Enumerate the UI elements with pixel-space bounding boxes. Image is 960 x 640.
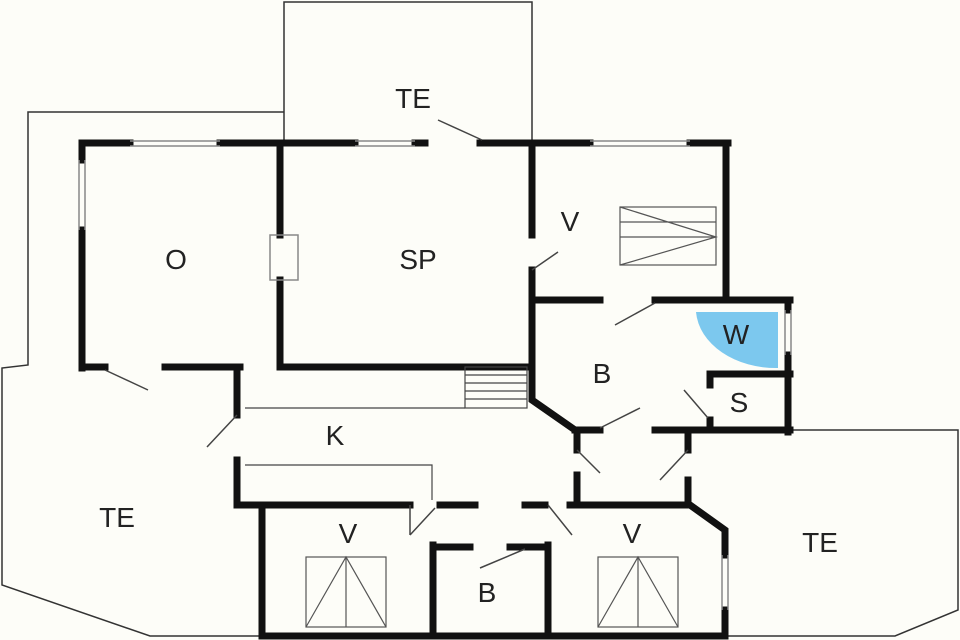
room-label-o: O — [165, 244, 187, 275]
skylights — [305, 206, 719, 628]
room-label-v-right: V — [622, 518, 642, 549]
room-label-b-right: B — [592, 358, 612, 389]
room-label-te-top: TE — [395, 83, 431, 114]
room-label-te-right: TE — [802, 527, 838, 558]
windows — [78, 140, 792, 610]
room-label-k: K — [325, 420, 345, 451]
room-label-v-top: V — [560, 206, 580, 237]
walls — [78, 139, 794, 640]
room-label-v-left: V — [338, 518, 358, 549]
stairs — [245, 366, 528, 500]
room-label-s: S — [729, 387, 749, 418]
room-label-b-bottom: B — [477, 577, 497, 608]
room-label-w: W — [722, 319, 750, 350]
wardrobe-w — [696, 312, 778, 369]
room-label-sp: SP — [399, 244, 437, 275]
door-swings — [104, 119, 709, 569]
room-label-te-left: TE — [99, 502, 135, 533]
